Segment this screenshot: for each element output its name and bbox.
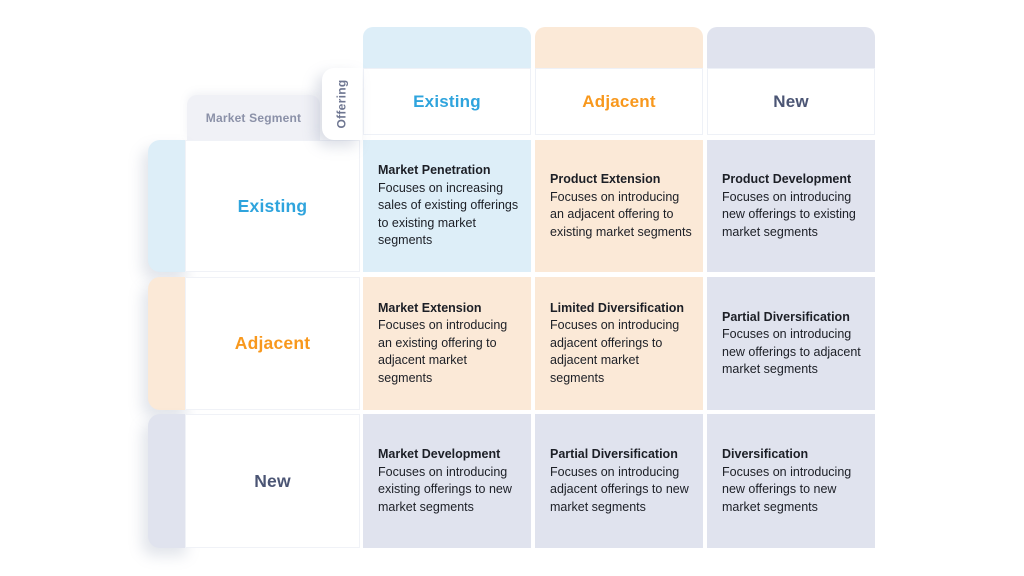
cell-partial-diversification-new: Partial Diversification Focuses on intro… [535,414,703,548]
column-header-adjacent: Adjacent [535,68,703,135]
row-header-new: New [185,414,360,548]
cell-description: Focuses on introducing new offerings to … [722,327,861,376]
cell-market-development: Market Development Focuses on introducin… [363,414,531,548]
cell-title: Market Development [378,447,501,461]
cell-title: Diversification [722,447,809,461]
cell-title: Market Extension [378,300,482,315]
cell-description: Focuses on introducing adjacent offering… [550,464,689,514]
cell-title: Partial Diversification [722,309,850,324]
row-strip-new [148,414,192,548]
column-axis-label-offering: Offering [335,79,350,129]
cell-description: Focuses on introducing new offerings to … [722,464,852,514]
cell-diversification: Diversification Focuses on introducing n… [707,414,875,548]
row-header-existing: Existing [185,140,360,272]
column-header-existing: Existing [363,68,531,135]
column-strip-new [707,27,875,71]
cell-product-extension: Product Extension Focuses on introducing… [535,140,703,272]
cell-partial-diversification-adjacent: Partial Diversification Focuses on intro… [707,277,875,410]
row-strip-adjacent [148,277,192,410]
cell-description: Focuses on introducing existing offering… [378,464,512,514]
cell-limited-diversification: Limited Diversification Focuses on intro… [535,277,703,410]
cell-title: Partial Diversification [550,447,678,461]
cell-description: Focuses on increasing sales of existing … [378,180,519,248]
cell-title: Limited Diversification [550,300,685,315]
row-axis-label-market-segment: Market Segment [187,95,320,140]
column-strip-existing [363,27,531,71]
cell-title: Product Development [722,172,852,186]
cell-product-development: Product Development Focuses on introduci… [707,140,875,272]
column-strip-adjacent [535,27,703,71]
cell-title: Market Penetration [378,163,491,178]
cell-description: Focuses on introducing an adjacent offer… [550,189,692,239]
row-strip-existing [148,140,192,272]
cell-market-extension: Market Extension Focuses on introducing … [363,277,531,410]
column-header-new: New [707,68,875,135]
cell-market-penetration: Market Penetration Focuses on increasing… [363,140,531,272]
cell-description: Focuses on introducing an existing offer… [378,318,508,385]
cell-title: Product Extension [550,172,661,186]
cell-description: Focuses on introducing new offerings to … [722,189,856,239]
column-axis-label-offering-box: Offering [322,68,362,140]
cell-description: Focuses on introducing adjacent offering… [550,318,680,385]
row-header-adjacent: Adjacent [185,277,360,410]
